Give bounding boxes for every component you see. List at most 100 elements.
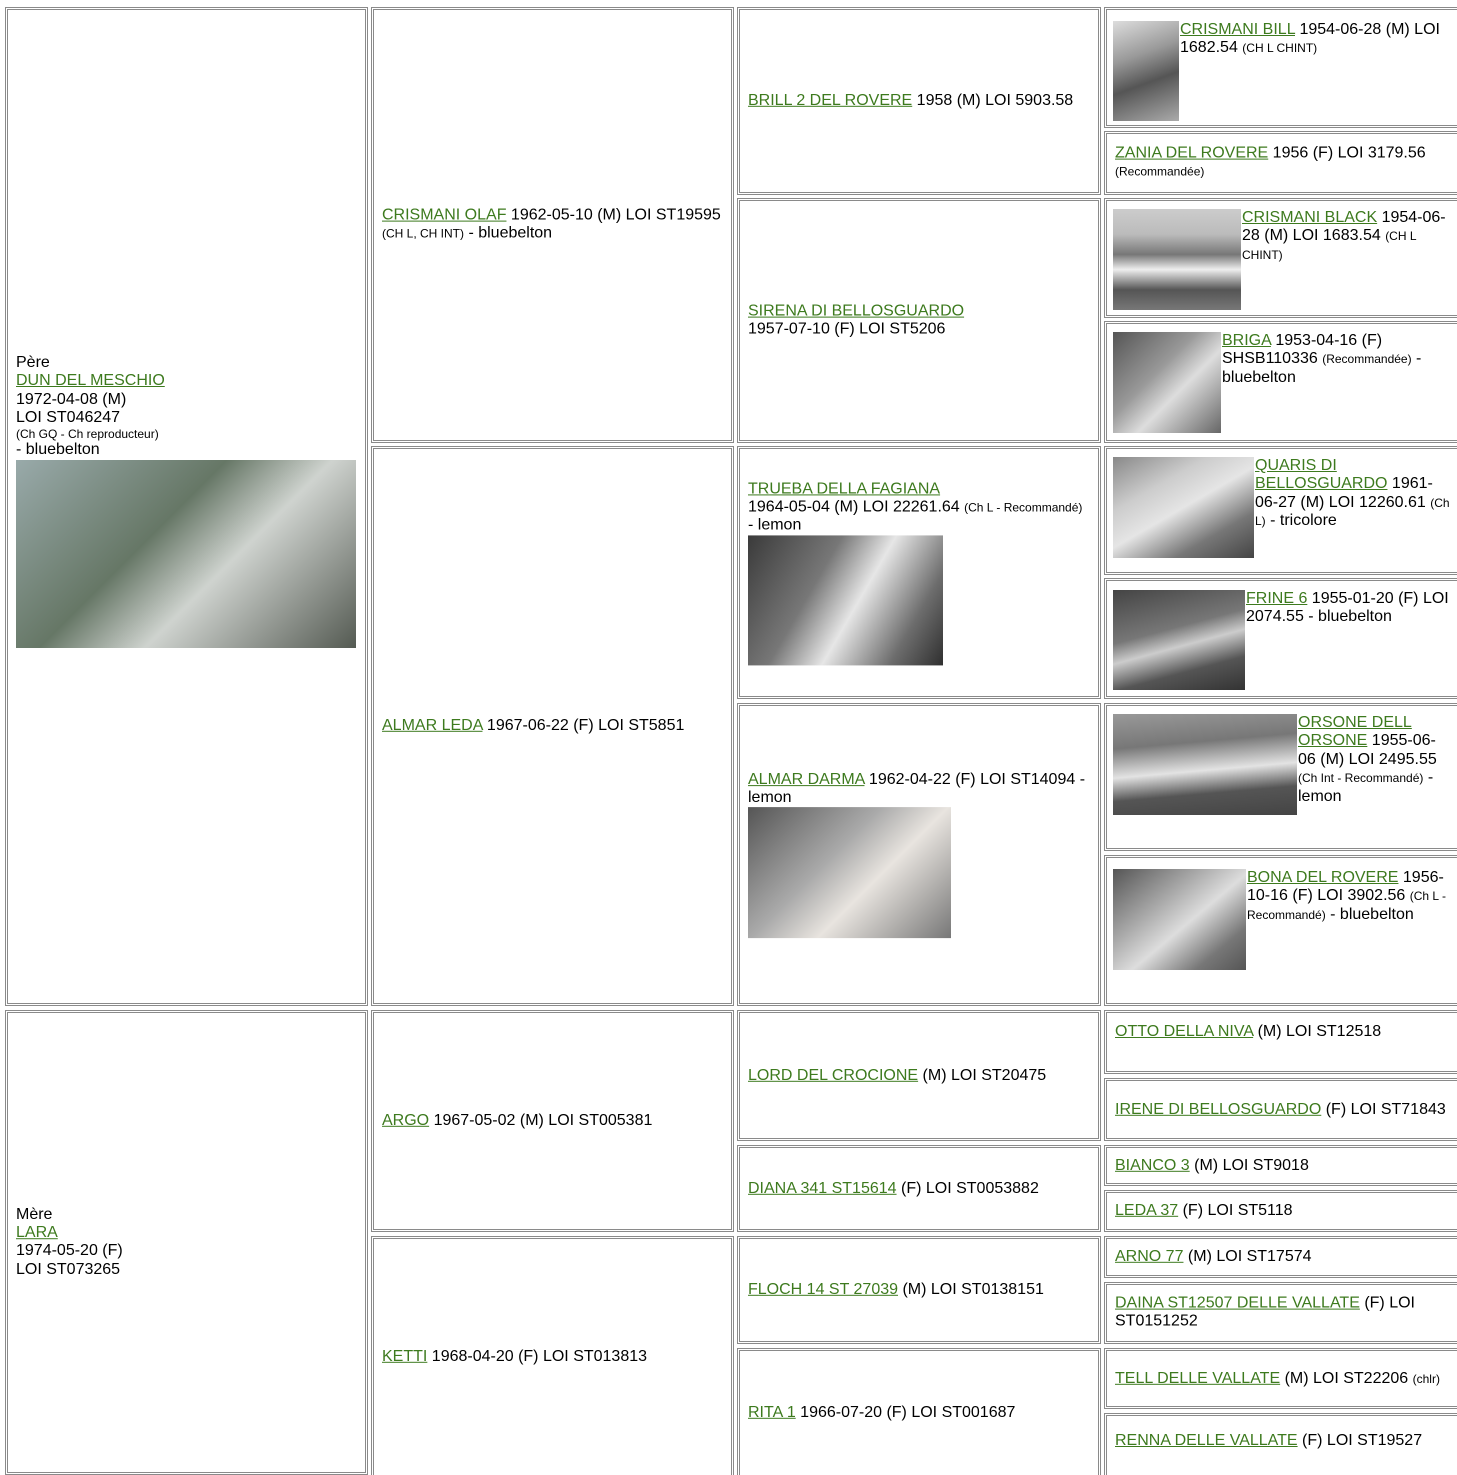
g2-name-link-2[interactable]: ARGO — [382, 1111, 430, 1129]
sire-name-link[interactable]: DUN DEL MESCHIO — [16, 372, 165, 390]
dam-registry: LOI ST073265 — [16, 1260, 121, 1278]
g3-name-link-4[interactable]: LORD DEL CROCIONE — [748, 1066, 919, 1084]
g4-entry-9: IRENE DI BELLOSGUARDO (F) LOI ST71843 — [1115, 1100, 1446, 1118]
g2-entry-3: KETTI 1968-04-20 (F) LOI ST013813 — [382, 1347, 648, 1365]
g4-cell-13: DAINA ST12507 DELLE VALLATE (F) LOI ST01… — [1104, 1282, 1457, 1344]
g4-cell-12: ARNO 77 (M) LOI ST17574 — [1104, 1236, 1457, 1278]
g3-cell-5: DIANA 341 ST15614 (F) LOI ST0053882 — [737, 1145, 1101, 1232]
g3-entry-4: LORD DEL CROCIONE (M) LOI ST20475 — [748, 1066, 1047, 1084]
g4-cell-14: TELL DELLE VALLATE (M) LOI ST22206 (chlr… — [1104, 1348, 1457, 1409]
g2-entry-2: ARGO 1967-05-02 (M) LOI ST005381 — [382, 1111, 653, 1129]
sire-info: Père DUN DEL MESCHIO 1972-04-08 (M) LOI … — [16, 354, 359, 648]
g3-entry-5: DIANA 341 ST15614 (F) LOI ST0053882 — [748, 1179, 1039, 1197]
g4-cell-3: BRIGA 1953-04-16 (F) SHSB110336 (Recomma… — [1104, 321, 1457, 443]
g2-entry-0: CRISMANI OLAF 1962-05-10 (M) LOI ST19595… — [382, 206, 721, 242]
g4-name-link-5[interactable]: FRINE 6 — [1246, 590, 1308, 607]
dam-role: Mère — [16, 1205, 53, 1223]
g4-entry-1: ZANIA DEL ROVERE 1956 (F) LOI 3179.56 (R… — [1115, 144, 1426, 179]
g4-name-link-12[interactable]: ARNO 77 — [1115, 1247, 1184, 1265]
g4-cell-0: CRISMANI BILL 1954-06-28 (M) LOI 1682.54… — [1104, 7, 1457, 128]
sire-role: Père — [16, 354, 50, 371]
g3-cell-1: SIRENA DI BELLOSGUARDO 1957-07-10 (F) LO… — [737, 198, 1101, 443]
g4-entry-10: BIANCO 3 (M) LOI ST9018 — [1115, 1156, 1309, 1174]
sire-photo — [16, 459, 356, 648]
g3-name-link-2[interactable]: TRUEBA DELLA FAGIANA — [748, 479, 941, 497]
g3-name-link-7[interactable]: RITA 1 — [748, 1403, 796, 1421]
g4-name-link-8[interactable]: OTTO DELLA NIVA — [1115, 1023, 1254, 1040]
g4-name-link-9[interactable]: IRENE DI BELLOSGUARDO — [1115, 1100, 1322, 1118]
g2-name-link-1[interactable]: ALMAR LEDA — [382, 716, 483, 734]
g4-name-link-2[interactable]: CRISMANI BLACK — [1242, 209, 1378, 226]
g4-name-link-11[interactable]: LEDA 37 — [1115, 1201, 1179, 1219]
g4-name-link-3[interactable]: BRIGA — [1222, 332, 1271, 349]
g4-cell-10: BIANCO 3 (M) LOI ST9018 — [1104, 1145, 1457, 1186]
g3-entry-1: SIRENA DI BELLOSGUARDO 1957-07-10 (F) LO… — [748, 302, 965, 338]
sire-cell: Père DUN DEL MESCHIO 1972-04-08 (M) LOI … — [5, 7, 368, 1006]
g4-entry-13: DAINA ST12507 DELLE VALLATE (F) LOI ST01… — [1115, 1294, 1415, 1330]
g4-entry-5: FRINE 6 1955-01-20 (F) LOI 2074.55 - blu… — [1113, 590, 1453, 690]
g4-cell-11: LEDA 37 (F) LOI ST5118 — [1104, 1190, 1457, 1232]
g3-name-link-5[interactable]: DIANA 341 ST15614 — [748, 1179, 897, 1197]
g3-name-link-1[interactable]: SIRENA DI BELLOSGUARDO — [748, 302, 965, 320]
g4-entry-12: ARNO 77 (M) LOI ST17574 — [1115, 1247, 1312, 1265]
g4-photo-7 — [1113, 869, 1246, 970]
g2-name-link-3[interactable]: KETTI — [382, 1347, 428, 1365]
g3-cell-2: TRUEBA DELLA FAGIANA 1964-05-04 (M) LOI … — [737, 446, 1101, 699]
g4-name-link-0[interactable]: CRISMANI BILL — [1180, 21, 1295, 38]
g3-entry-6: FLOCH 14 ST 27039 (M) LOI ST0138151 — [748, 1280, 1044, 1298]
g4-entry-2: CRISMANI BLACK 1954-06-28 (M) LOI 1683.5… — [1113, 209, 1453, 310]
g4-name-link-14[interactable]: TELL DELLE VALLATE — [1115, 1369, 1281, 1387]
g4-cell-8: OTTO DELLA NIVA (M) LOI ST12518 — [1104, 1010, 1457, 1074]
sire-color: - bluebelton — [16, 441, 100, 459]
g4-entry-8: OTTO DELLA NIVA (M) LOI ST12518 — [1115, 1023, 1382, 1040]
g3-name-link-3[interactable]: ALMAR DARMA — [748, 770, 865, 788]
g4-name-link-6[interactable]: ORSONE DELL ORSONE — [1298, 714, 1412, 750]
g3-name-link-6[interactable]: FLOCH 14 ST 27039 — [748, 1280, 899, 1298]
g4-cell-4: QUARIS DI BELLOSGUARDO 1961-06-27 (M) LO… — [1104, 446, 1457, 575]
g2-cell-2: ARGO 1967-05-02 (M) LOI ST005381 — [371, 1010, 734, 1232]
g4-photo-5 — [1113, 590, 1245, 690]
sire-birth: 1972-04-08 (M) — [16, 390, 127, 408]
g4-entry-7: BONA DEL ROVERE 1956-10-16 (F) LOI 3902.… — [1113, 869, 1453, 970]
g4-entry-14: TELL DELLE VALLATE (M) LOI ST22206 (chlr… — [1115, 1369, 1440, 1387]
g4-cell-15: RENNA DELLE VALLATE (F) LOI ST19527 — [1104, 1413, 1457, 1475]
g4-photo-6 — [1113, 714, 1297, 815]
g4-name-link-4[interactable]: QUARIS DI BELLOSGUARDO — [1255, 457, 1388, 493]
g2-cell-1: ALMAR LEDA 1967-06-22 (F) LOI ST5851 — [371, 446, 734, 1006]
g4-entry-15: RENNA DELLE VALLATE (F) LOI ST19527 — [1115, 1432, 1423, 1449]
g4-photo-3 — [1113, 332, 1221, 433]
dam-cell: Mère LARA 1974-05-20 (F) LOI ST073265 — [5, 1010, 368, 1475]
g3-name-link-0[interactable]: BRILL 2 DEL ROVERE — [748, 91, 913, 109]
g2-name-link-0[interactable]: CRISMANI OLAF — [382, 206, 507, 224]
g3-entry-0: BRILL 2 DEL ROVERE 1958 (M) LOI 5903.58 — [748, 91, 1074, 109]
dam-name-link[interactable]: LARA — [16, 1224, 58, 1242]
sire-titles: (Ch GQ - Ch reproducteur) — [16, 426, 159, 441]
g2-entry-1: ALMAR LEDA 1967-06-22 (F) LOI ST5851 — [382, 716, 685, 734]
g4-cell-5: FRINE 6 1955-01-20 (F) LOI 2074.55 - blu… — [1104, 578, 1457, 699]
g4-entry-0: CRISMANI BILL 1954-06-28 (M) LOI 1682.54… — [1113, 21, 1453, 121]
g3-cell-7: RITA 1 1966-07-20 (F) LOI ST001687 — [737, 1348, 1101, 1475]
g2-cell-0: CRISMANI OLAF 1962-05-10 (M) LOI ST19595… — [371, 7, 734, 443]
g4-name-link-13[interactable]: DAINA ST12507 DELLE VALLATE — [1115, 1294, 1360, 1312]
g3-cell-3: ALMAR DARMA 1962-04-22 (F) LOI ST14094 -… — [737, 703, 1101, 1006]
g3-photo-2 — [748, 535, 943, 666]
g4-name-link-1[interactable]: ZANIA DEL ROVERE — [1115, 144, 1269, 162]
dam-birth: 1974-05-20 (F) — [16, 1242, 123, 1260]
g3-photo-3 — [748, 807, 951, 939]
g3-cell-6: FLOCH 14 ST 27039 (M) LOI ST0138151 — [737, 1236, 1101, 1344]
g2-cell-3: KETTI 1968-04-20 (F) LOI ST013813 — [371, 1236, 734, 1475]
g3-cell-0: BRILL 2 DEL ROVERE 1958 (M) LOI 5903.58 — [737, 7, 1101, 195]
g4-cell-2: CRISMANI BLACK 1954-06-28 (M) LOI 1683.5… — [1104, 198, 1457, 318]
g4-photo-2 — [1113, 209, 1241, 310]
g3-entry-2: TRUEBA DELLA FAGIANA 1964-05-04 (M) LOI … — [748, 479, 1092, 666]
g4-entry-3: BRIGA 1953-04-16 (F) SHSB110336 (Recomma… — [1113, 332, 1453, 433]
g4-cell-6: ORSONE DELL ORSONE 1955-06-06 (M) LOI 24… — [1104, 703, 1457, 851]
g3-cell-4: LORD DEL CROCIONE (M) LOI ST20475 — [737, 1010, 1101, 1141]
g4-photo-0 — [1113, 21, 1179, 121]
g4-name-link-15[interactable]: RENNA DELLE VALLATE — [1115, 1432, 1298, 1449]
g4-cell-1: ZANIA DEL ROVERE 1956 (F) LOI 3179.56 (R… — [1104, 131, 1457, 195]
g4-name-link-7[interactable]: BONA DEL ROVERE — [1247, 869, 1399, 886]
g4-cell-7: BONA DEL ROVERE 1956-10-16 (F) LOI 3902.… — [1104, 855, 1457, 1006]
g4-entry-4: QUARIS DI BELLOSGUARDO 1961-06-27 (M) LO… — [1113, 457, 1453, 558]
g4-name-link-10[interactable]: BIANCO 3 — [1115, 1156, 1190, 1174]
